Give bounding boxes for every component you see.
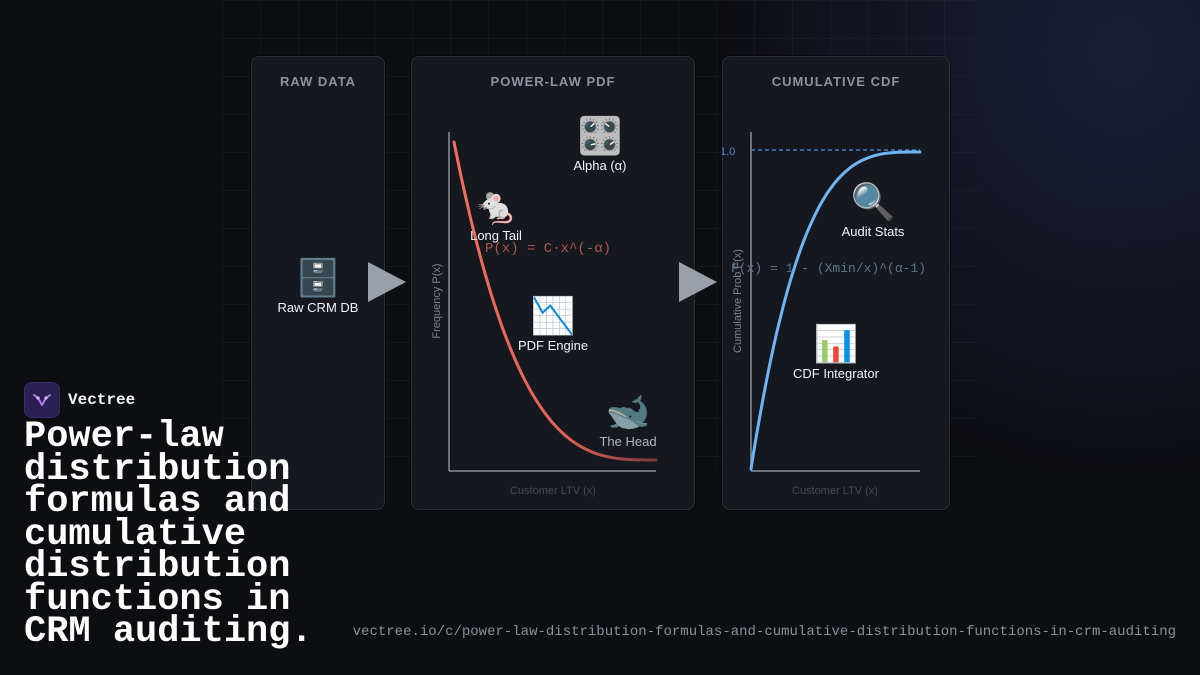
page-title: Power-law distribution formulas and cumu… [24,416,313,653]
file-cabinet-icon: 🗄️ [295,257,341,298]
raw-crm-db-node: 🗄️ Raw CRM DB [268,257,368,316]
cdf-panel-title: CUMULATIVE CDF [771,74,901,89]
the-head-node: 🐋 The Head [588,391,668,450]
flow-arrow-right-icon [679,262,717,302]
vectree-logo-icon [24,382,60,418]
flow-arrow-right-icon [368,262,406,302]
source-url[interactable]: vectree.io/c/power-law-distribution-form… [352,624,1176,640]
cdf-integrator-label: CDF Integrator [793,366,879,381]
pdf-formula: P(x) = C·x^(-α) [485,241,612,257]
pdf-panel-title: POWER-LAW PDF [490,74,616,89]
long-tail-node: 🐁 Long Tail [456,185,536,244]
raw-crm-db-label: Raw CRM DB [277,300,359,315]
cdf-chart: 1.0 Cumulative Prob F(x) Customer LTV (x… [722,132,922,497]
cdf-y-axis-label: Cumulative Prob F(x) [732,249,744,353]
pdf-y-axis-label: Frequency P(x) [431,263,443,338]
brand: Vectree [24,382,135,418]
pdf-engine-node: 📉 PDF Engine [508,295,598,354]
cumulative-cdf-panel: CUMULATIVE CDF [722,56,950,510]
pdf-curve [452,140,658,462]
pdf-engine-label: PDF Engine [517,338,589,353]
alpha-label: Alpha (α) [573,158,627,173]
whale-icon: 🐋 [605,391,651,432]
raw-data-panel-title: RAW DATA [279,74,357,89]
audit-stats-label: Audit Stats [841,224,905,239]
raw-data-panel: RAW DATA [251,56,385,510]
audit-stats-node: 🔍 Audit Stats [833,181,913,240]
cdf-x-axis-label: Customer LTV (x) [792,485,878,497]
power-law-pdf-panel: POWER-LAW PDF [411,56,695,510]
cdf-curve [749,150,922,471]
cdf-formula: F(x) = 1 - (Xmin/x)^(α-1) [731,261,927,276]
pdf-x-axis-label: Customer LTV (x) [510,485,596,497]
brand-name: Vectree [68,391,136,409]
the-head-label: The Head [599,434,657,449]
mouse-icon: 🐁 [473,185,519,226]
pdf-chart: Frequency P(x) Customer LTV (x) [431,132,658,497]
magnifier-icon: 🔍 [850,181,896,222]
alpha-node: 🎛️ Alpha (α) [555,115,645,174]
bar-chart-icon: 📊 [813,323,859,364]
long-tail-label: Long Tail [470,228,522,243]
control-knobs-icon: 🎛️ [577,115,623,156]
cdf-asymptote-label: 1.0 [722,146,735,158]
chart-decreasing-icon: 📉 [530,295,576,336]
cdf-integrator-node: 📊 CDF Integrator [786,323,886,382]
